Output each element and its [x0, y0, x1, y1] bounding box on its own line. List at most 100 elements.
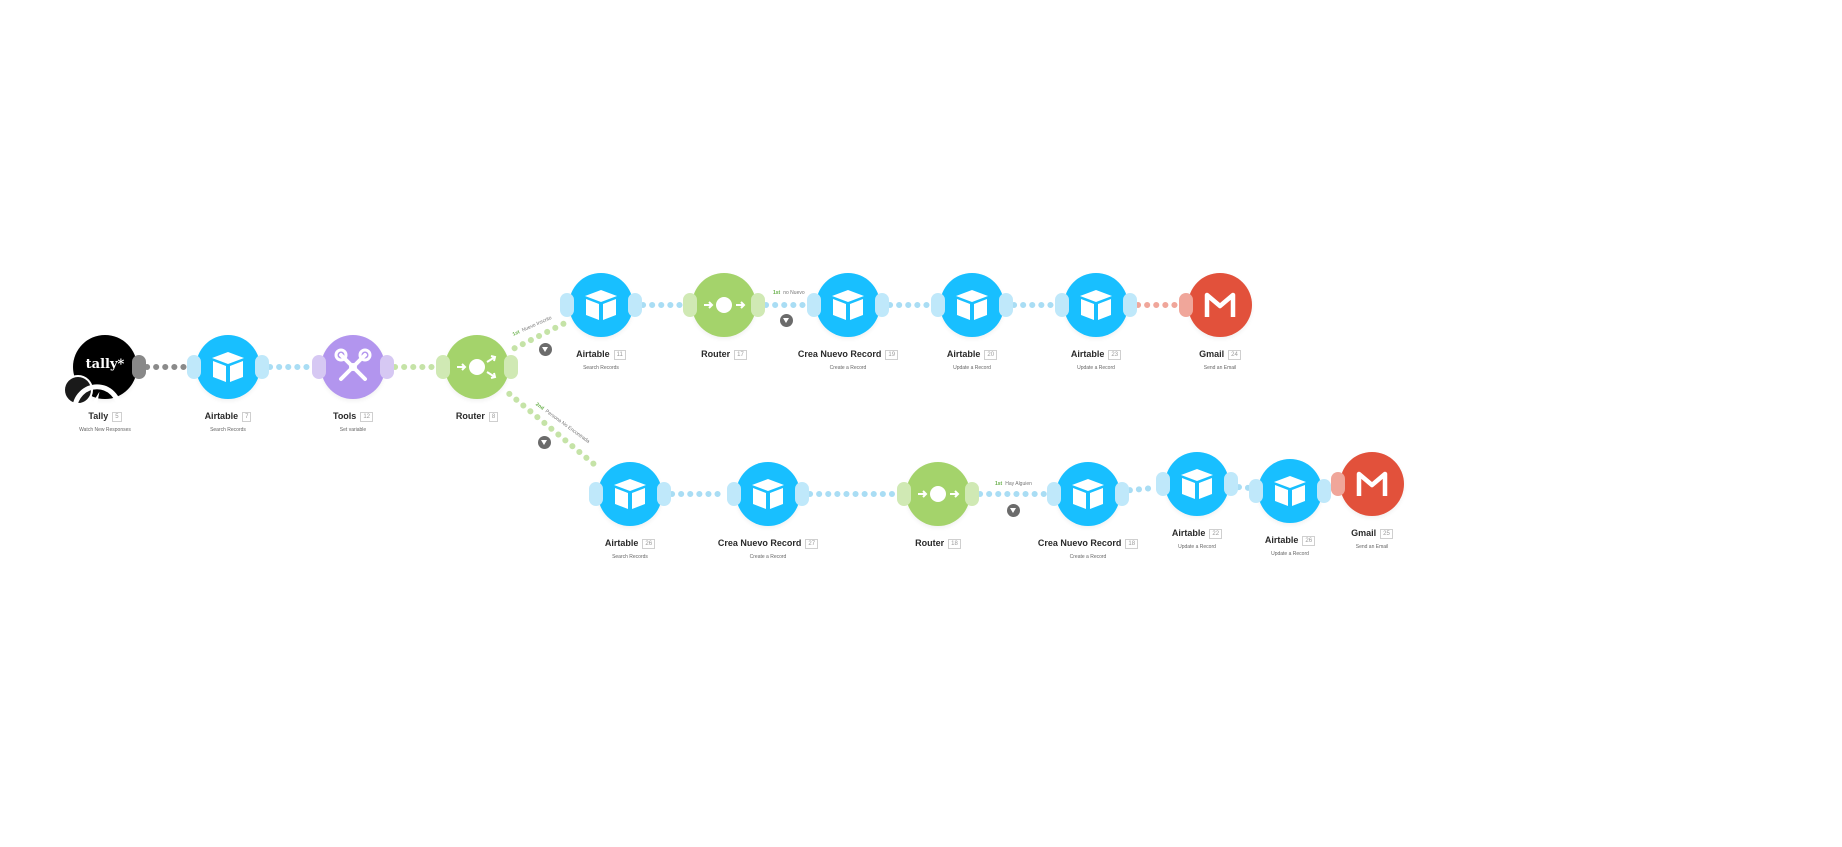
filter-icon[interactable]: [780, 314, 793, 327]
filter-icon[interactable]: [539, 343, 552, 356]
module-tools[interactable]: [312, 335, 394, 399]
module-number: 12: [360, 412, 374, 422]
module-crea27[interactable]: [727, 462, 809, 526]
output-handle[interactable]: [751, 293, 765, 317]
input-handle[interactable]: [312, 355, 326, 379]
input-handle[interactable]: [187, 355, 201, 379]
module-action: Set variable: [339, 427, 367, 433]
input-handle[interactable]: [1249, 479, 1263, 503]
gmail-icon: [1204, 292, 1236, 317]
connection-air22-air26b[interactable]: [1235, 484, 1252, 491]
router-icon: [457, 355, 497, 379]
output-handle[interactable]: [875, 293, 889, 317]
module-number: 27: [805, 539, 819, 549]
module-name: Airtable: [1171, 528, 1206, 538]
module-name: Airtable: [946, 349, 981, 359]
module-air26[interactable]: [589, 462, 671, 526]
input-handle[interactable]: [1055, 293, 1069, 317]
output-handle[interactable]: [999, 293, 1013, 317]
input-handle[interactable]: [1331, 472, 1345, 496]
module-name: Airtable: [576, 349, 610, 359]
input-handle[interactable]: [1156, 472, 1170, 496]
module-action: Search Records: [583, 365, 619, 371]
input-handle[interactable]: [807, 293, 821, 317]
input-handle[interactable]: [931, 293, 945, 317]
module-crea19[interactable]: [807, 273, 889, 337]
route-order: 1st: [773, 290, 781, 296]
airtable-icon: [1274, 476, 1306, 506]
module-name: Gmail: [1199, 349, 1225, 359]
input-handle[interactable]: [683, 293, 697, 317]
module-crea18[interactable]: [1047, 462, 1129, 526]
connection-router1-air26[interactable]: [506, 390, 601, 471]
module-number: 20: [984, 350, 998, 360]
input-handle[interactable]: [1179, 293, 1193, 317]
output-handle[interactable]: [1224, 472, 1238, 496]
output-handle[interactable]: [380, 355, 394, 379]
module-action: Send an Email: [1203, 365, 1237, 371]
module-action: Update a Record: [1077, 365, 1115, 371]
output-handle[interactable]: [504, 355, 518, 379]
filter-icon[interactable]: [538, 436, 551, 449]
output-handle[interactable]: [1115, 482, 1129, 506]
filter-icon[interactable]: [1007, 504, 1020, 517]
module-gmail24[interactable]: [1179, 273, 1252, 337]
output-handle[interactable]: [132, 355, 146, 379]
input-handle[interactable]: [727, 482, 741, 506]
airtable-icon: [956, 290, 988, 320]
module-name: Gmail: [1351, 528, 1377, 538]
module-action: Watch New Responses: [79, 427, 131, 433]
module-gmail25[interactable]: [1331, 452, 1404, 516]
input-handle[interactable]: [1047, 482, 1061, 506]
module-number: 25: [1380, 529, 1393, 539]
module-action: Update a Record: [1178, 544, 1216, 550]
module-router2[interactable]: [683, 273, 765, 337]
input-handle[interactable]: [436, 355, 450, 379]
tools-icon: [334, 348, 372, 381]
input-handle[interactable]: [897, 482, 911, 506]
output-handle[interactable]: [1317, 479, 1331, 503]
module-name: Tally: [88, 411, 109, 421]
module-air22[interactable]: [1156, 452, 1238, 516]
module-action: Update a Record: [1271, 551, 1309, 557]
output-handle[interactable]: [965, 482, 979, 506]
airtable-icon: [585, 290, 617, 320]
gmail-icon: [1356, 471, 1388, 496]
output-handle[interactable]: [795, 482, 809, 506]
connection-router1-air11[interactable]: [511, 320, 567, 352]
module-router1[interactable]: [436, 335, 518, 399]
output-handle[interactable]: [255, 355, 269, 379]
route-order: 1st: [995, 481, 1003, 487]
output-handle[interactable]: [1123, 293, 1137, 317]
module-name: Crea Nuevo Record: [717, 538, 802, 548]
output-handle[interactable]: [628, 293, 642, 317]
module-air20[interactable]: [931, 273, 1013, 337]
trigger-bolt-icon[interactable]: [63, 375, 122, 434]
module-name: Airtable: [204, 411, 239, 421]
airtable-icon: [832, 290, 864, 320]
tally-logo: tally*: [85, 357, 125, 372]
module-router3[interactable]: [897, 462, 979, 526]
module-air7[interactable]: [187, 335, 269, 399]
module-air11[interactable]: [560, 273, 642, 337]
input-handle[interactable]: [560, 293, 574, 317]
connection-crea18-air22[interactable]: [1126, 484, 1159, 494]
module-name: Tools: [332, 411, 357, 421]
output-handle[interactable]: [657, 482, 671, 506]
module-tally[interactable]: tally*: [63, 335, 146, 434]
module-air26b[interactable]: [1249, 459, 1331, 523]
module-air23[interactable]: [1055, 273, 1137, 337]
input-handle[interactable]: [589, 482, 603, 506]
